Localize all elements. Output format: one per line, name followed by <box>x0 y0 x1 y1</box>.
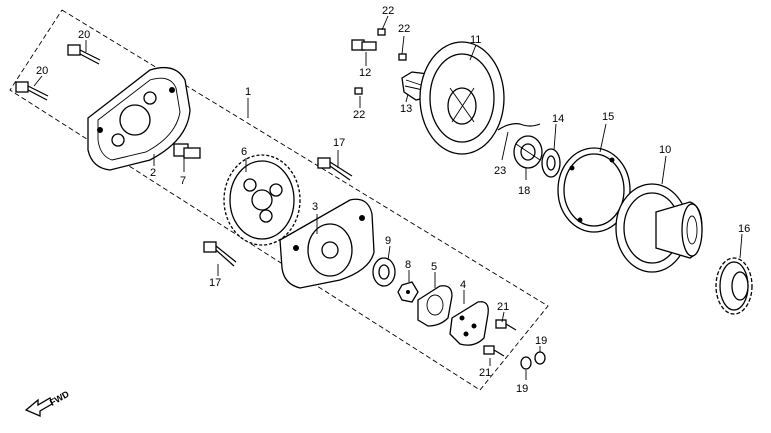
gasket-part-5 <box>417 285 453 327</box>
callout-9: 9 <box>385 235 391 247</box>
assembly-boundary <box>9 9 549 391</box>
callout-17-upper: 17 <box>333 137 345 149</box>
callout-18: 18 <box>518 185 530 197</box>
callout-7: 7 <box>180 175 186 187</box>
screw-part-22-a <box>377 28 386 36</box>
callout-22-middle: 22 <box>398 23 410 35</box>
pump-body-part-3 <box>279 198 375 289</box>
callout-21-lower: 21 <box>479 367 491 379</box>
spring-clip-part-23 <box>497 123 541 131</box>
inner-rotor-part-8 <box>397 281 419 303</box>
callout-23: 23 <box>494 165 506 177</box>
callout-12: 12 <box>359 67 371 79</box>
callout-19-upper: 19 <box>535 335 547 347</box>
callout-3: 3 <box>312 201 318 213</box>
callout-1: 1 <box>245 86 251 98</box>
callout-16: 16 <box>738 223 750 235</box>
fwd-label: FWD <box>48 389 71 408</box>
callout-10: 10 <box>659 144 671 156</box>
screw-part-22-c <box>354 87 363 95</box>
callout-4: 4 <box>460 279 466 291</box>
callout-6: 6 <box>241 146 247 158</box>
bolt-part-20-lower <box>15 81 49 101</box>
callout-19-lower: 19 <box>516 383 528 395</box>
bolt-part-17-lower <box>203 241 237 267</box>
clutch-hub-part-10 <box>615 183 703 273</box>
callout-5: 5 <box>431 261 437 273</box>
forward-direction-arrow: FWD <box>24 389 71 417</box>
washer-part-14 <box>541 148 561 178</box>
clutch-outer-part-11 <box>419 41 505 155</box>
callout-17-lower: 17 <box>209 277 221 289</box>
callout-21-upper: 21 <box>497 301 509 313</box>
callout-15: 15 <box>602 111 614 123</box>
callout-20-lower: 20 <box>36 65 48 77</box>
callout-labels: 1 2 3 4 5 6 7 8 9 10 11 12 13 14 15 16 1… <box>36 5 750 395</box>
callout-8: 8 <box>405 259 411 271</box>
dowel-part-7 <box>173 143 201 159</box>
gear-part-16 <box>715 257 753 315</box>
bolt-part-17-upper <box>317 157 353 181</box>
callout-14: 14 <box>552 113 564 125</box>
screw-part-22-b <box>398 53 407 61</box>
callout-13: 13 <box>400 103 412 115</box>
leader-lines <box>33 15 743 380</box>
screw-part-21-upper <box>495 319 517 331</box>
gasket-part-15 <box>557 147 631 233</box>
pump-plate-part-4 <box>449 301 489 346</box>
callout-11: 11 <box>470 34 481 46</box>
outer-rotor-part-9 <box>372 257 396 287</box>
callout-2: 2 <box>150 167 156 179</box>
callout-20-upper: 20 <box>78 29 90 41</box>
stud-part-12 <box>351 39 377 51</box>
bolt-part-20-upper <box>67 44 101 65</box>
one-way-clutch-part-18 <box>513 135 543 169</box>
driven-sprocket-part-6 <box>223 154 301 246</box>
pump-cover-part-2 <box>87 66 191 171</box>
callout-22-top: 22 <box>382 5 394 17</box>
washer-part-19-a <box>520 356 532 370</box>
callout-22-bottom: 22 <box>353 109 365 121</box>
washer-part-19-b <box>534 351 546 365</box>
screw-part-21-lower <box>483 345 505 357</box>
